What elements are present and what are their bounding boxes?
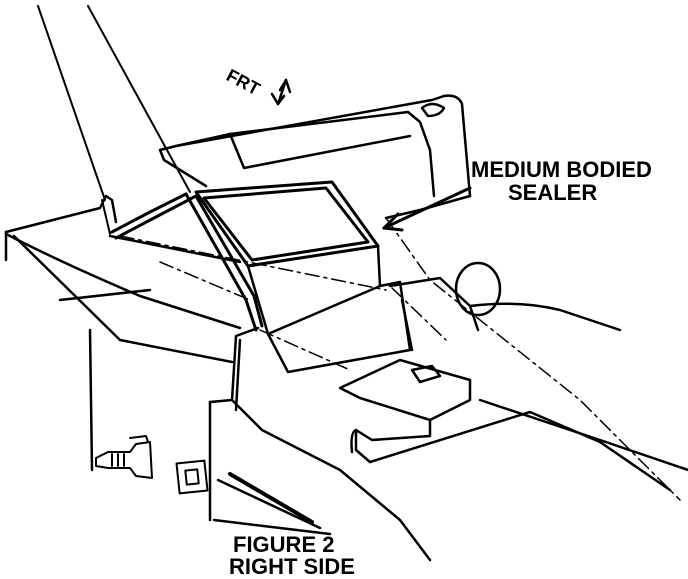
callout-label-line1: MEDIUM BODIED xyxy=(471,157,652,182)
center-block xyxy=(230,244,412,412)
a-pillar-lines xyxy=(37,5,191,235)
callout-label-line2: SEALER xyxy=(508,180,598,205)
frt-arrow-icon xyxy=(270,78,292,106)
bracket xyxy=(338,358,602,464)
square-clip xyxy=(175,459,209,495)
cowl-top xyxy=(158,94,472,198)
figure-caption-line1: FIGURE 2 xyxy=(233,532,335,557)
right-fender xyxy=(384,194,622,352)
fender-outline xyxy=(4,194,242,472)
centerlines xyxy=(119,217,681,501)
lower-panel xyxy=(208,398,688,562)
stud-fastener xyxy=(95,435,153,479)
figure-caption-line2: RIGHT SIDE xyxy=(229,554,355,579)
sealer-bead xyxy=(110,180,380,332)
callout-leader xyxy=(382,186,472,232)
